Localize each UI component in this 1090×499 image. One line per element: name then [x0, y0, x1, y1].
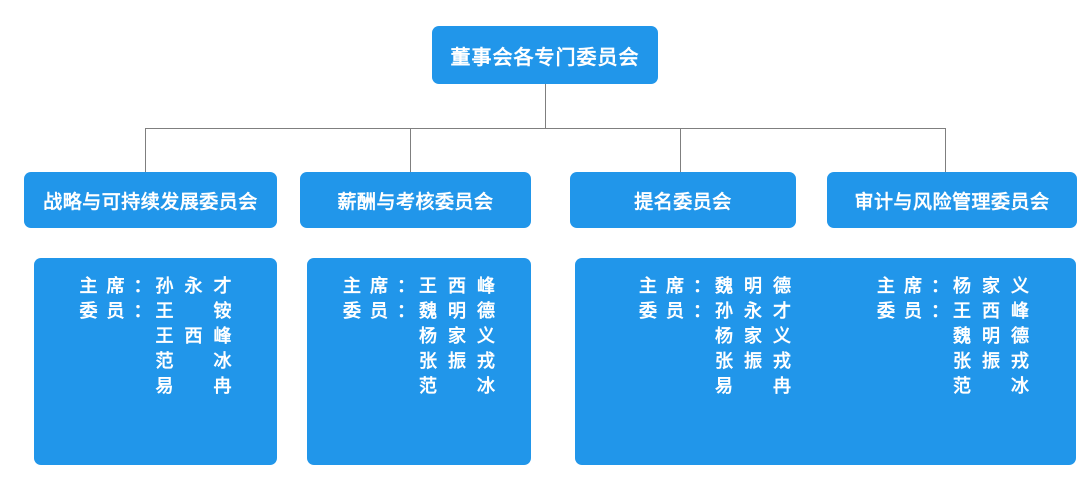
member-label-spacer-1-3 [80, 374, 154, 399]
committee-node-1[interactable]: 战略与可持续发展委员会 [24, 172, 277, 228]
member-row-1-0: 委员： 王铵 [80, 299, 232, 324]
member-rows-3: 主席： 魏明德 委员： 孙永才 杨家义 张振戎 易冉 [639, 274, 791, 399]
member-row-2-0: 委员： 魏明德 [343, 299, 495, 324]
member-rows-1: 主席： 孙永才 委员： 王铵 王西峰 范冰 易冉 [80, 274, 232, 399]
chair-label-1: 主席： [79, 276, 152, 296]
member-name-1-1: 王西峰 [155, 326, 232, 346]
member-name-3-2: 张振戎 [715, 351, 791, 371]
member-row-3-2: 张振戎 [639, 349, 791, 374]
member-row-1-1: 王西峰 [80, 324, 232, 349]
chair-row-3: 主席： 魏明德 [639, 274, 791, 299]
committee-label-1: 战略与可持续发展委员会 [43, 191, 258, 213]
member-rows-2: 主席： 王西峰 委员： 魏明德 杨家义 张振戎 范冰 [343, 274, 495, 399]
member-row-2-1: 杨家义 [343, 324, 495, 349]
chair-row-2: 主席： 王西峰 [343, 274, 495, 299]
committee-label-4: 审计与风险管理委员会 [854, 191, 1050, 213]
member-row-3-3: 易冉 [639, 374, 791, 399]
member-name-3-1: 杨家义 [715, 326, 791, 346]
member-name-2-1: 杨家义 [419, 326, 495, 346]
member-row-4-3: 范冰 [877, 374, 1029, 399]
member-row-2-2: 张振戎 [343, 349, 495, 374]
committee-members-panel-2: 主席： 王西峰 委员： 魏明德 杨家义 张振戎 范冰 [307, 258, 531, 465]
member-label-spacer-3-3 [639, 374, 713, 399]
member-name-1-0: 王铵 [155, 301, 232, 321]
committee-members-panel-3: 主席： 魏明德 委员： 孙永才 杨家义 张振戎 易冉 [575, 258, 855, 465]
committee-members-panel-4: 主席： 杨家义 委员： 王西峰 魏明德 张振戎 范冰 [830, 258, 1076, 465]
chair-label-3: 主席： [639, 276, 711, 296]
member-rows-4: 主席： 杨家义 委员： 王西峰 魏明德 张振戎 范冰 [877, 274, 1029, 399]
chair-label-4: 主席： [877, 276, 949, 296]
committee-label-2: 薪酬与考核委员会 [337, 191, 494, 213]
root-node-label: 董事会各专门委员会 [450, 46, 640, 69]
chair-row-4: 主席： 杨家义 [877, 274, 1029, 299]
committee-node-4[interactable]: 审计与风险管理委员会 [827, 172, 1077, 228]
member-label-spacer-4-2 [877, 349, 951, 374]
connector-drop-2 [410, 128, 411, 172]
member-label-2: 委员： [343, 301, 415, 321]
chair-name-1: 孙永才 [155, 276, 232, 296]
member-label-spacer-1-2 [80, 349, 154, 374]
committee-node-3[interactable]: 提名委员会 [570, 172, 796, 228]
member-label-1: 委员： [79, 301, 152, 321]
connector-drop-4 [945, 128, 946, 172]
member-name-2-3: 范冰 [419, 376, 495, 396]
member-row-4-1: 魏明德 [877, 324, 1029, 349]
chair-name-3: 魏明德 [715, 276, 791, 296]
member-label-spacer-4-3 [877, 374, 951, 399]
connector-drop-1 [145, 128, 146, 172]
member-label-spacer-3-1 [639, 324, 713, 349]
chair-label-2: 主席： [343, 276, 415, 296]
member-name-3-3: 易冉 [715, 376, 791, 396]
member-row-3-1: 杨家义 [639, 324, 791, 349]
committee-members-panel-1: 主席： 孙永才 委员： 王铵 王西峰 范冰 易冉 [34, 258, 277, 465]
committee-label-3: 提名委员会 [634, 191, 732, 213]
member-name-4-0: 王西峰 [953, 301, 1029, 321]
connector-drop-3 [680, 128, 681, 172]
member-row-3-0: 委员： 孙永才 [639, 299, 791, 324]
member-label-spacer-2-2 [343, 349, 417, 374]
member-name-1-3: 易冉 [155, 376, 232, 396]
member-row-2-3: 范冰 [343, 374, 495, 399]
member-row-4-2: 张振戎 [877, 349, 1029, 374]
member-label-4: 委员： [877, 301, 949, 321]
connector-horizontal-bus [145, 128, 946, 129]
root-node-board-committees[interactable]: 董事会各专门委员会 [432, 26, 658, 84]
member-name-4-1: 魏明德 [953, 326, 1029, 346]
connector-root-stem [545, 84, 546, 128]
member-label-spacer-2-1 [343, 324, 417, 349]
member-name-3-0: 孙永才 [715, 301, 791, 321]
member-label-spacer-1-1 [80, 324, 154, 349]
member-label-spacer-3-2 [639, 349, 713, 374]
member-name-4-2: 张振戎 [953, 351, 1029, 371]
member-label-3: 委员： [639, 301, 711, 321]
member-label-spacer-4-1 [877, 324, 951, 349]
chair-name-2: 王西峰 [419, 276, 495, 296]
member-name-2-2: 张振戎 [419, 351, 495, 371]
member-label-spacer-2-3 [343, 374, 417, 399]
chair-name-4: 杨家义 [953, 276, 1029, 296]
committee-node-2[interactable]: 薪酬与考核委员会 [300, 172, 531, 228]
chair-row-1: 主席： 孙永才 [80, 274, 232, 299]
member-row-1-3: 易冉 [80, 374, 232, 399]
member-name-4-3: 范冰 [953, 376, 1029, 396]
member-row-4-0: 委员： 王西峰 [877, 299, 1029, 324]
member-row-1-2: 范冰 [80, 349, 232, 374]
member-name-2-0: 魏明德 [419, 301, 495, 321]
member-name-1-2: 范冰 [155, 351, 232, 371]
